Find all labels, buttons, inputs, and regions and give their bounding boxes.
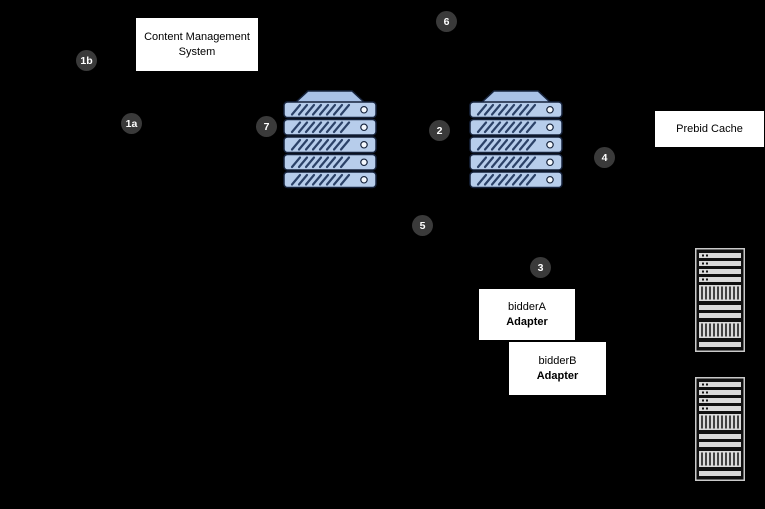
step-badge-2-label: 2	[436, 124, 443, 137]
prebid-cache-node: Prebid Cache	[654, 110, 765, 148]
server-rack-icon-1	[695, 248, 745, 352]
server-stack-icon-1	[283, 88, 377, 190]
step-badge-4: 4	[594, 147, 615, 168]
prebid-cache-label: Prebid Cache	[676, 122, 743, 135]
bidder-a-name: bidderA	[508, 300, 546, 313]
step-badge-6-label: 6	[443, 15, 450, 28]
step-badge-3: 3	[530, 257, 551, 278]
step-badge-1a: 1a	[121, 113, 142, 134]
step-badge-1b: 1b	[76, 50, 97, 71]
step-badge-1b-label: 1b	[80, 54, 93, 67]
cms-label-line1: Content Management	[144, 30, 250, 43]
bidder-a-type: Adapter	[506, 315, 548, 328]
step-badge-3-label: 3	[537, 261, 544, 274]
step-badge-5: 5	[412, 215, 433, 236]
bidder-b-name: bidderB	[538, 354, 577, 367]
server-rack-icon-2	[695, 377, 745, 481]
step-badge-6: 6	[436, 11, 457, 32]
step-badge-7: 7	[256, 116, 277, 137]
step-badge-2: 2	[429, 120, 450, 141]
step-badge-4-label: 4	[601, 151, 608, 164]
cms-node: Content Management System	[135, 17, 259, 72]
bidder-a-adapter-node: bidderA Adapter	[478, 288, 576, 341]
step-badge-1a-label: 1a	[125, 117, 138, 130]
step-badge-7-label: 7	[263, 120, 270, 133]
step-badge-5-label: 5	[419, 219, 426, 232]
cms-label-line2: System	[178, 45, 216, 58]
server-stack-icon-2	[469, 88, 563, 190]
bidder-b-adapter-node: bidderB Adapter	[508, 341, 607, 396]
bidder-b-type: Adapter	[536, 369, 579, 382]
